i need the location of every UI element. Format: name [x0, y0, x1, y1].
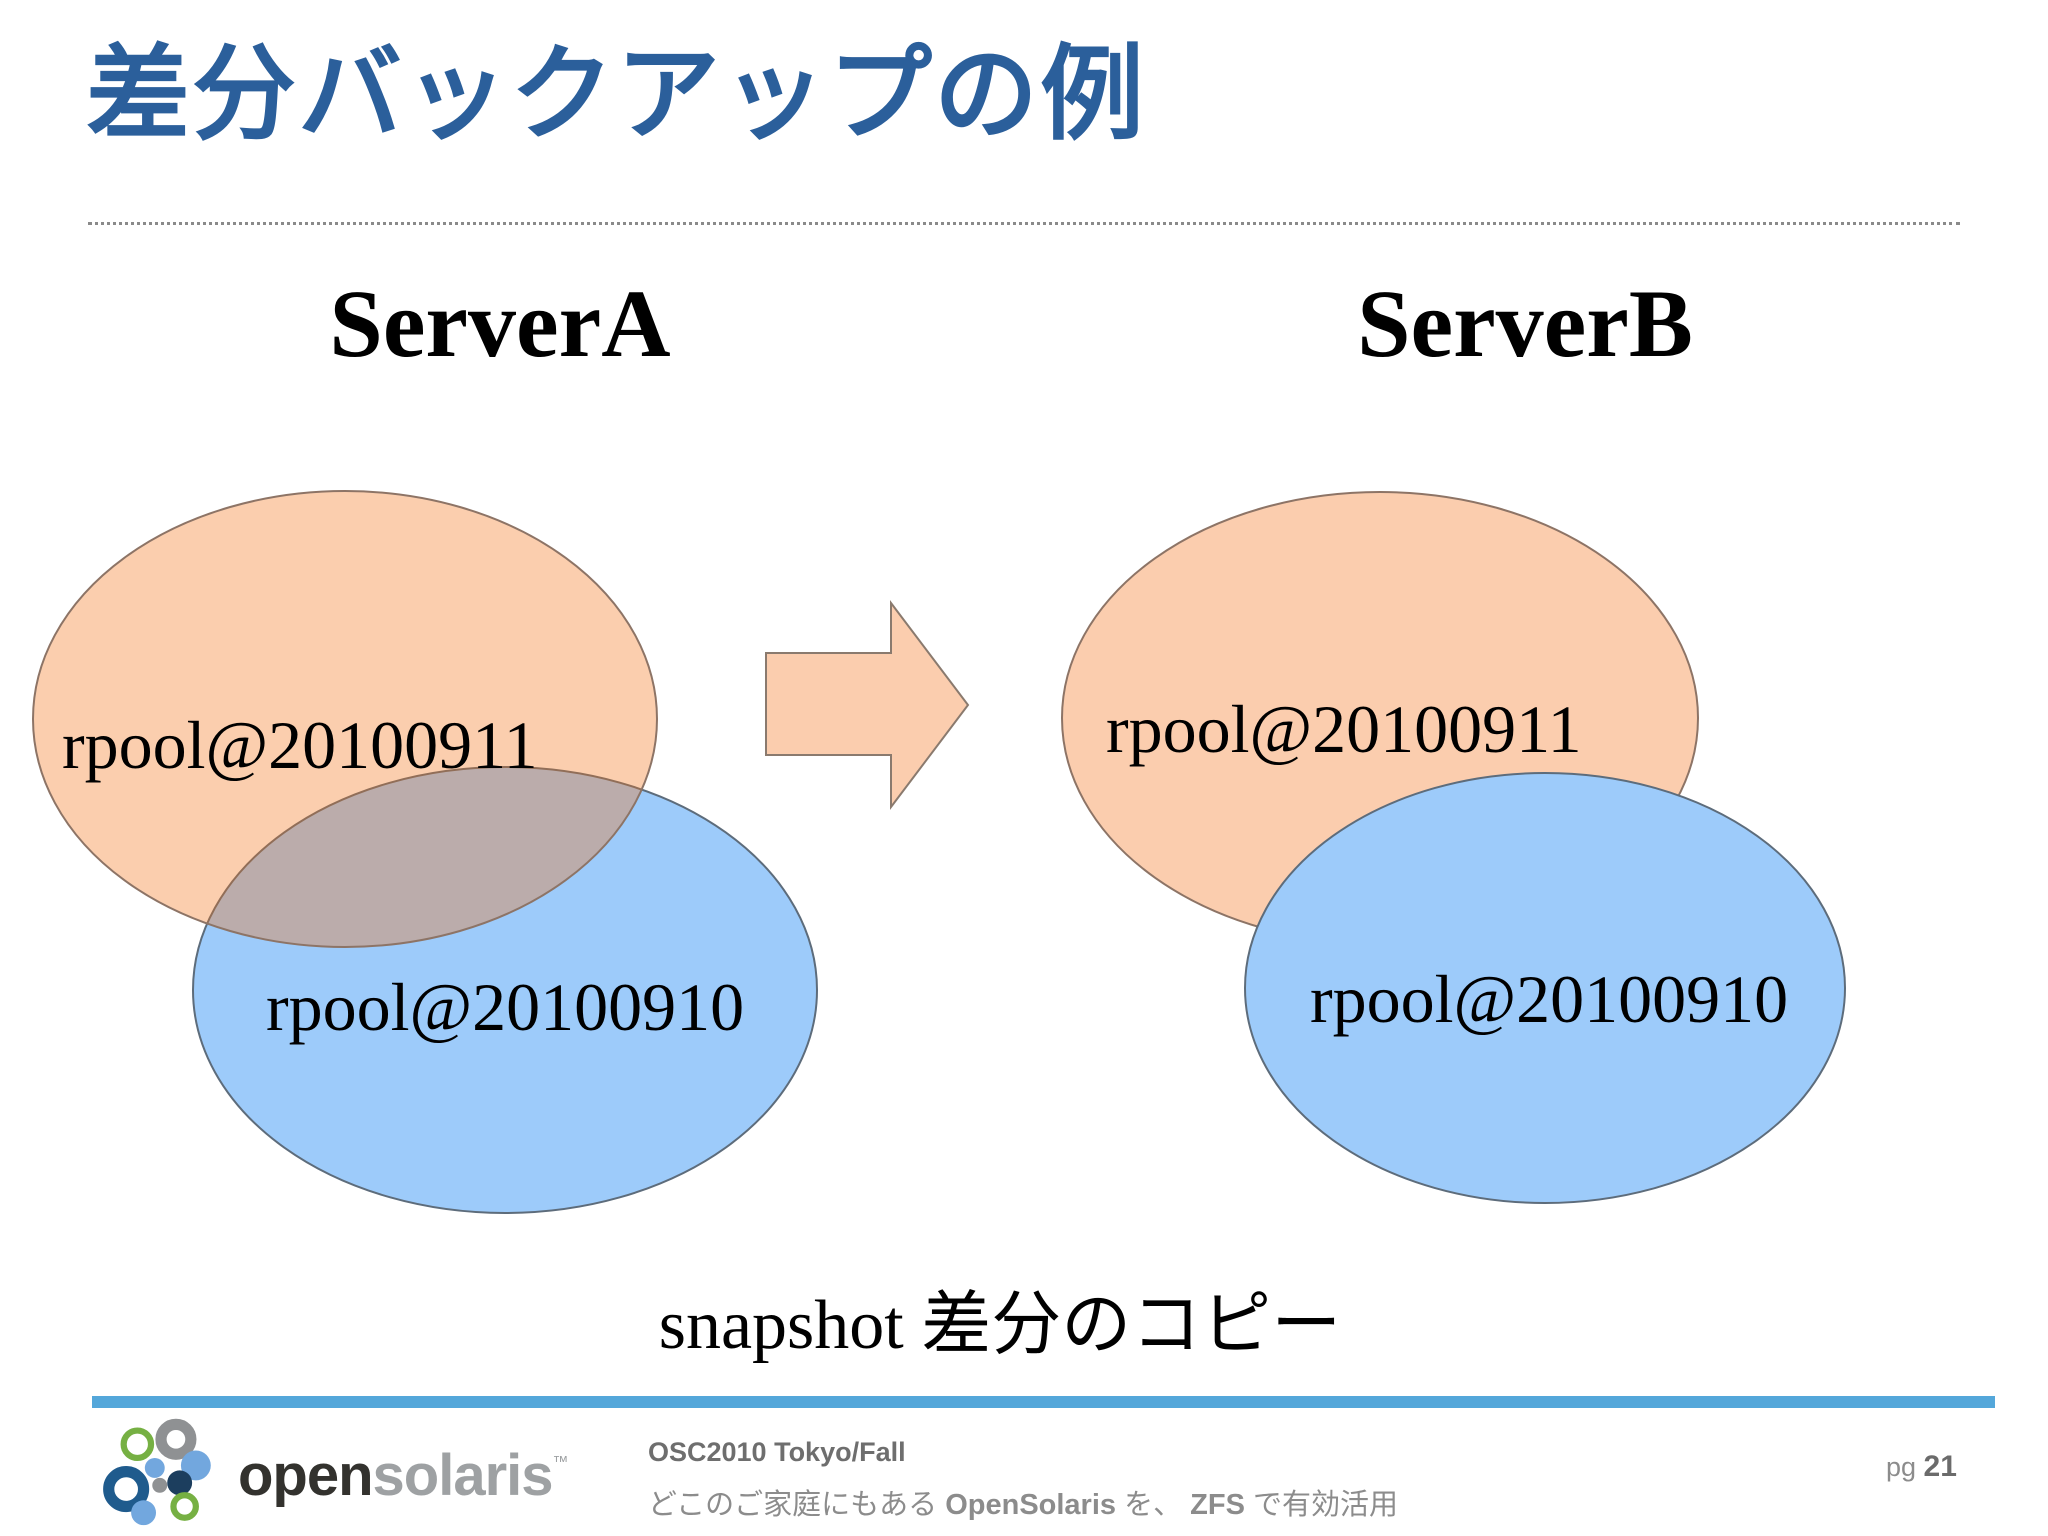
tagline-zfs: ZFS — [1190, 1489, 1245, 1521]
tagline-mid: を、 — [1116, 1489, 1191, 1521]
page-label: pg — [1886, 1452, 1924, 1482]
footer-tagline: どこのご家庭にもある OpenSolaris を、 ZFS で有効活用 — [648, 1481, 1398, 1523]
page-title: 差分バックアップの例 — [86, 37, 1147, 153]
tagline-suffix: で有効活用 — [1244, 1489, 1398, 1521]
server-a-old-snapshot-ellipse — [192, 766, 818, 1214]
server-a-new-snapshot-label: rpool@20100911 — [62, 707, 538, 783]
page-number: pg 21 — [1886, 1450, 1957, 1484]
server-b-heading: ServerB — [1357, 270, 1693, 377]
opensolaris-logo-icon — [103, 1418, 211, 1526]
diagram-caption: snapshot 差分のコピー — [658, 1287, 1342, 1364]
server-a-old-snapshot-label: rpool@20100910 — [266, 969, 744, 1045]
wordmark-open: open — [238, 1443, 374, 1508]
server-b-old-snapshot-ellipse — [1244, 772, 1846, 1204]
footer-divider-bar — [92, 1396, 1995, 1408]
server-b-old-snapshot-label: rpool@20100910 — [1310, 961, 1788, 1037]
tagline-prefix: どこのご家庭にもある — [648, 1489, 946, 1521]
title-separator — [88, 222, 1960, 225]
opensolaris-wordmark: opensolaris™ — [238, 1447, 569, 1505]
opensolaris-logo: opensolaris™ — [100, 1418, 569, 1534]
wordmark-solaris: solaris — [372, 1443, 554, 1508]
server-a-heading: ServerA — [329, 270, 671, 377]
server-a-new-snapshot-ellipse — [32, 490, 658, 948]
footer-event-title: OSC2010 Tokyo/Fall — [648, 1437, 906, 1467]
arrow-right-icon — [765, 600, 970, 810]
footer-text-block: OSC2010 Tokyo/Fall どこのご家庭にもある OpenSolari… — [648, 1437, 1398, 1523]
page-number-value: 21 — [1923, 1450, 1957, 1483]
trademark-symbol: ™ — [552, 1454, 569, 1471]
server-b-new-snapshot-label: rpool@20100911 — [1106, 691, 1582, 767]
tagline-opensolaris: OpenSolaris — [945, 1489, 1117, 1521]
